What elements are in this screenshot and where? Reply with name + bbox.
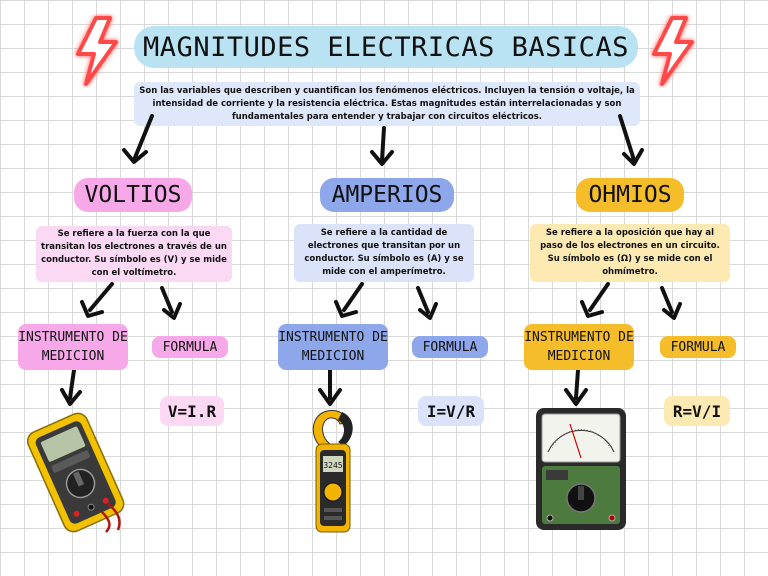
intro-text: Son las variables que describen y cuanti…	[134, 82, 640, 126]
amperios-formula-label: FORMULA	[412, 336, 488, 358]
ohmios-description: Se refiere a la oposición que hay al pas…	[530, 224, 730, 282]
lightning-bolt-icon-left	[76, 16, 118, 86]
amperios-instrument-label: INSTRUMENTO DE MEDICION	[278, 324, 388, 370]
lightning-bolt-icon-right	[652, 16, 694, 86]
voltios-formula-label: FORMULA	[152, 336, 228, 358]
amperios-heading: AMPERIOS	[320, 178, 454, 212]
amperios-description: Se refiere a la cantidad de electrones q…	[294, 224, 474, 282]
clamp-display-text: 3245	[323, 461, 342, 470]
amperios-formula: I=V/R	[418, 396, 484, 426]
voltios-heading: VOLTIOS	[74, 178, 192, 212]
page-title: MAGNITUDES ELECTRICAS BASICAS	[134, 26, 638, 68]
ohmios-instrument-label: INSTRUMENTO DE MEDICION	[524, 324, 634, 370]
ohmios-formula-label: FORMULA	[660, 336, 736, 358]
ohmios-heading: OHMIOS	[576, 178, 684, 212]
voltios-formula: V=I.R	[160, 396, 224, 426]
voltios-instrument-label: INSTRUMENTO DE MEDICION	[18, 324, 128, 370]
analog-ohmmeter-image	[536, 408, 626, 530]
ohmios-formula: R=V/I	[664, 396, 730, 426]
clamp-meter-image: 3245	[312, 409, 353, 533]
voltios-description: Se refiere a la fuerza con la que transi…	[36, 226, 232, 282]
multimeter-image	[26, 412, 125, 533]
